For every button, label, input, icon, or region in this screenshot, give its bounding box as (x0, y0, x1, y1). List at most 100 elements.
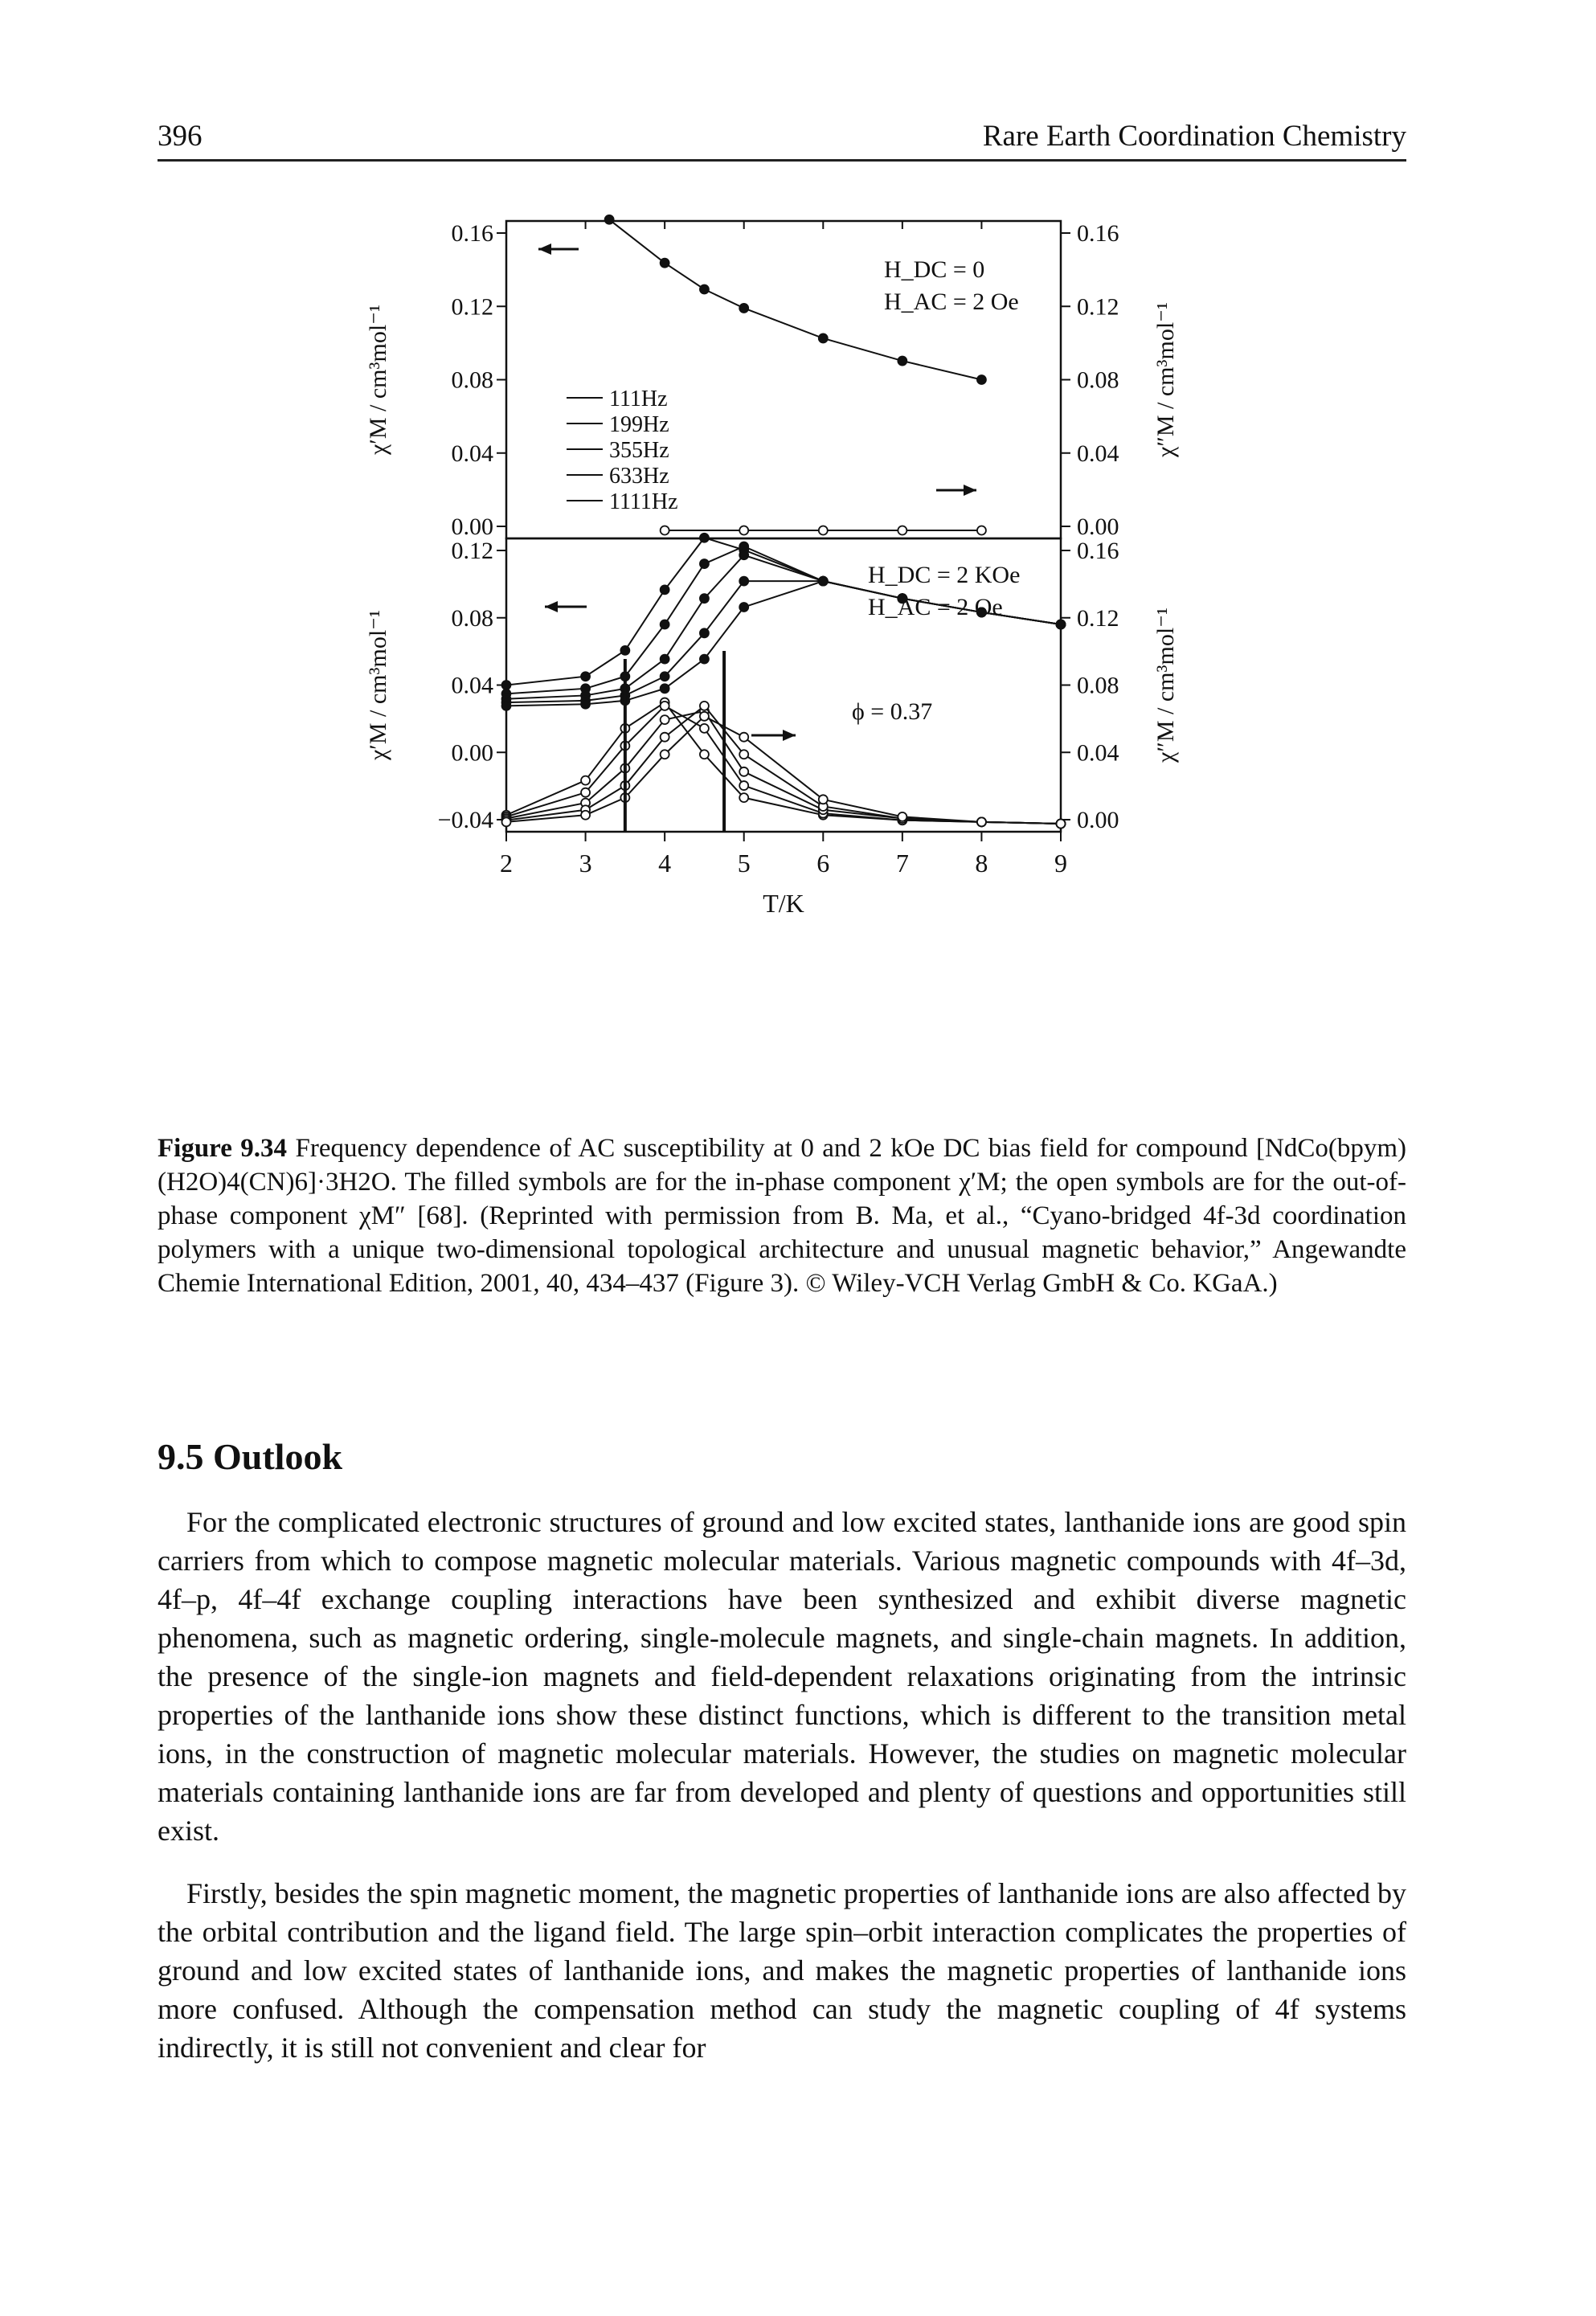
x-tick-label: 9 (1054, 849, 1067, 878)
top-right-tick-label: 0.12 (1077, 293, 1119, 320)
page-number: 396 (158, 120, 203, 153)
bottom-out-of-phase-633Hz-point (699, 700, 710, 711)
bottom-left-tick-label: 0.00 (452, 739, 494, 766)
top-right-tick-label: 0.00 (1077, 514, 1119, 540)
bottom-out-of-phase-1111Hz-point (580, 809, 591, 820)
legend-item: 199Hz (609, 412, 669, 437)
plot-labels: 0.160.120.080.040.000.160.120.080.040.00… (365, 220, 1179, 918)
bottom-in-phase-1111Hz-point (580, 698, 591, 710)
bottom-in-phase-1111Hz-point (739, 602, 750, 612)
bottom-out-of-phase-1111Hz-point (1055, 818, 1066, 829)
bottom-left-ylabel: χ′M / cm³mol⁻¹ (365, 610, 391, 761)
top-in-phase-curve-point (739, 303, 750, 313)
bottom-left-tick-label: 0.12 (452, 538, 494, 564)
top-in-phase-curve-point (897, 355, 908, 366)
top-right-ylabel: χ″M / cm³mol⁻¹ (1152, 302, 1179, 458)
bottom-out-of-phase-111Hz-point (739, 792, 750, 804)
top-in-phase-curve-point (976, 374, 987, 385)
top-right-tick-label: 0.16 (1077, 220, 1119, 247)
legend-item: 355Hz (609, 438, 669, 463)
bottom-in-phase-111Hz-point (501, 680, 512, 690)
x-tick-label: 7 (896, 849, 909, 878)
bottom-out-of-phase-1111Hz-point (659, 749, 670, 760)
top-left-tick-label: 0.12 (452, 293, 494, 320)
bottom-left-tick-label: 0.08 (452, 605, 494, 632)
legend-item: 633Hz (609, 464, 669, 489)
bottom-out-of-phase-1111Hz-point (699, 710, 710, 722)
bottom-right-tick-label: 0.04 (1077, 739, 1119, 766)
top-left-tick-label: 0.00 (452, 514, 494, 540)
bottom-left-tick-label: 0.04 (452, 673, 494, 699)
bottom-out-of-phase-199Hz-point (580, 787, 591, 798)
x-tick-label: 3 (579, 849, 592, 878)
bottom-arrow-left-head (545, 601, 558, 612)
bottom-in-phase-355Hz-point (699, 593, 710, 604)
legend-item: 111Hz (609, 387, 668, 411)
bottom-in-phase-111Hz-point (659, 584, 670, 595)
bottom-in-phase-355Hz-point (659, 653, 670, 665)
x-tick-label: 2 (500, 849, 513, 878)
x-axis-label: T/K (763, 889, 804, 918)
top-arrow-left-head (538, 243, 551, 255)
section-heading: 9.5 Outlook (158, 1436, 343, 1477)
bottom-out-of-phase-355Hz-point (739, 766, 750, 777)
bottom-out-of-phase-1111Hz-point (897, 811, 908, 822)
top-right-tick-label: 0.04 (1077, 440, 1119, 467)
bottom-right-ylabel: χ″M / cm³mol⁻¹ (1152, 608, 1179, 763)
ac-susceptibility-chart: 0.160.120.080.040.000.160.120.080.040.00… (365, 214, 1179, 918)
bottom-field-dc: H_DC = 2 KOe (868, 562, 1020, 588)
bottom-in-phase-199Hz-point (739, 541, 750, 552)
bottom-out-of-phase-199Hz-point (739, 780, 750, 791)
bottom-in-phase-633Hz-point (699, 628, 710, 639)
page-header: 396 Rare Earth Coordination Chemistry (158, 119, 1406, 162)
bottom-in-phase-111Hz-point (620, 644, 631, 656)
bottom-out-of-phase-111Hz-point (580, 775, 591, 786)
bottom-in-phase-1111Hz-point (659, 683, 670, 694)
top-right-tick-label: 0.08 (1077, 367, 1119, 394)
top-left-tick-label: 0.16 (452, 220, 494, 247)
bottom-out-of-phase-1111Hz-point (976, 816, 987, 828)
bottom-out-of-phase-111Hz-point (699, 749, 710, 760)
bottom-in-phase-111Hz-point (699, 532, 710, 543)
top-out-of-phase-curve-point (739, 525, 750, 536)
bottom-in-phase-1111Hz-point (699, 653, 710, 665)
top-in-phase-curve-point (817, 333, 829, 344)
top-left-tick-label: 0.04 (452, 440, 494, 467)
bottom-in-phase-1111Hz-point (976, 607, 987, 618)
bottom-in-phase-1111Hz-point (817, 575, 829, 587)
bottom-out-of-phase-199Hz-point (699, 723, 710, 734)
top-out-of-phase-curve-point (659, 525, 670, 536)
caption-label: Figure 9.34 (158, 1134, 288, 1163)
bottom-field-ac: H_AC = 2 Oe (868, 594, 1003, 620)
x-tick-label: 4 (658, 849, 671, 878)
bottom-in-phase-355Hz-point (739, 550, 750, 561)
top-left-tick-label: 0.08 (452, 367, 494, 394)
bottom-right-tick-label: 0.08 (1077, 673, 1119, 699)
bottom-in-phase-633Hz-point (659, 671, 670, 682)
running-title: Rare Earth Coordination Chemistry (982, 120, 1406, 153)
bottom-out-of-phase-1111Hz-point (739, 731, 750, 743)
bottom-left-tick-label: −0.04 (438, 807, 493, 833)
bottom-out-of-phase-1111Hz-point (817, 794, 829, 805)
bottom-right-tick-label: 0.12 (1077, 605, 1119, 632)
top-out-of-phase-curve-point (976, 525, 987, 536)
bottom-out-of-phase-199Hz-point (659, 700, 670, 711)
top-field-ac: H_AC = 2 Oe (884, 288, 1019, 315)
top-field-dc: H_DC = 0 (884, 256, 984, 283)
bottom-out-of-phase-633Hz-point (739, 749, 750, 760)
bottom-in-phase-1111Hz (505, 580, 1062, 707)
bottom-in-phase-1111Hz-point (1055, 619, 1066, 630)
bottom-in-phase-1111Hz-point (897, 593, 908, 604)
caption-text: Frequency dependence of AC susceptibilit… (158, 1134, 1406, 1298)
top-out-of-phase-curve-point (817, 525, 829, 536)
paragraph-2: Firstly, besides the spin magnetic momen… (158, 1877, 1406, 2064)
bottom-in-phase-199Hz-point (699, 559, 710, 569)
bottom-in-phase-633Hz-point (739, 575, 750, 587)
bottom-out-of-phase-1111Hz-point (501, 816, 512, 828)
bottom-in-phase-1111Hz-point (501, 700, 512, 711)
bottom-right-tick-label: 0.16 (1077, 538, 1119, 564)
top-in-phase-curve-point (699, 284, 710, 295)
top-out-of-phase-curve-point (897, 525, 908, 536)
phi-label: ϕ = 0.37 (852, 698, 932, 725)
